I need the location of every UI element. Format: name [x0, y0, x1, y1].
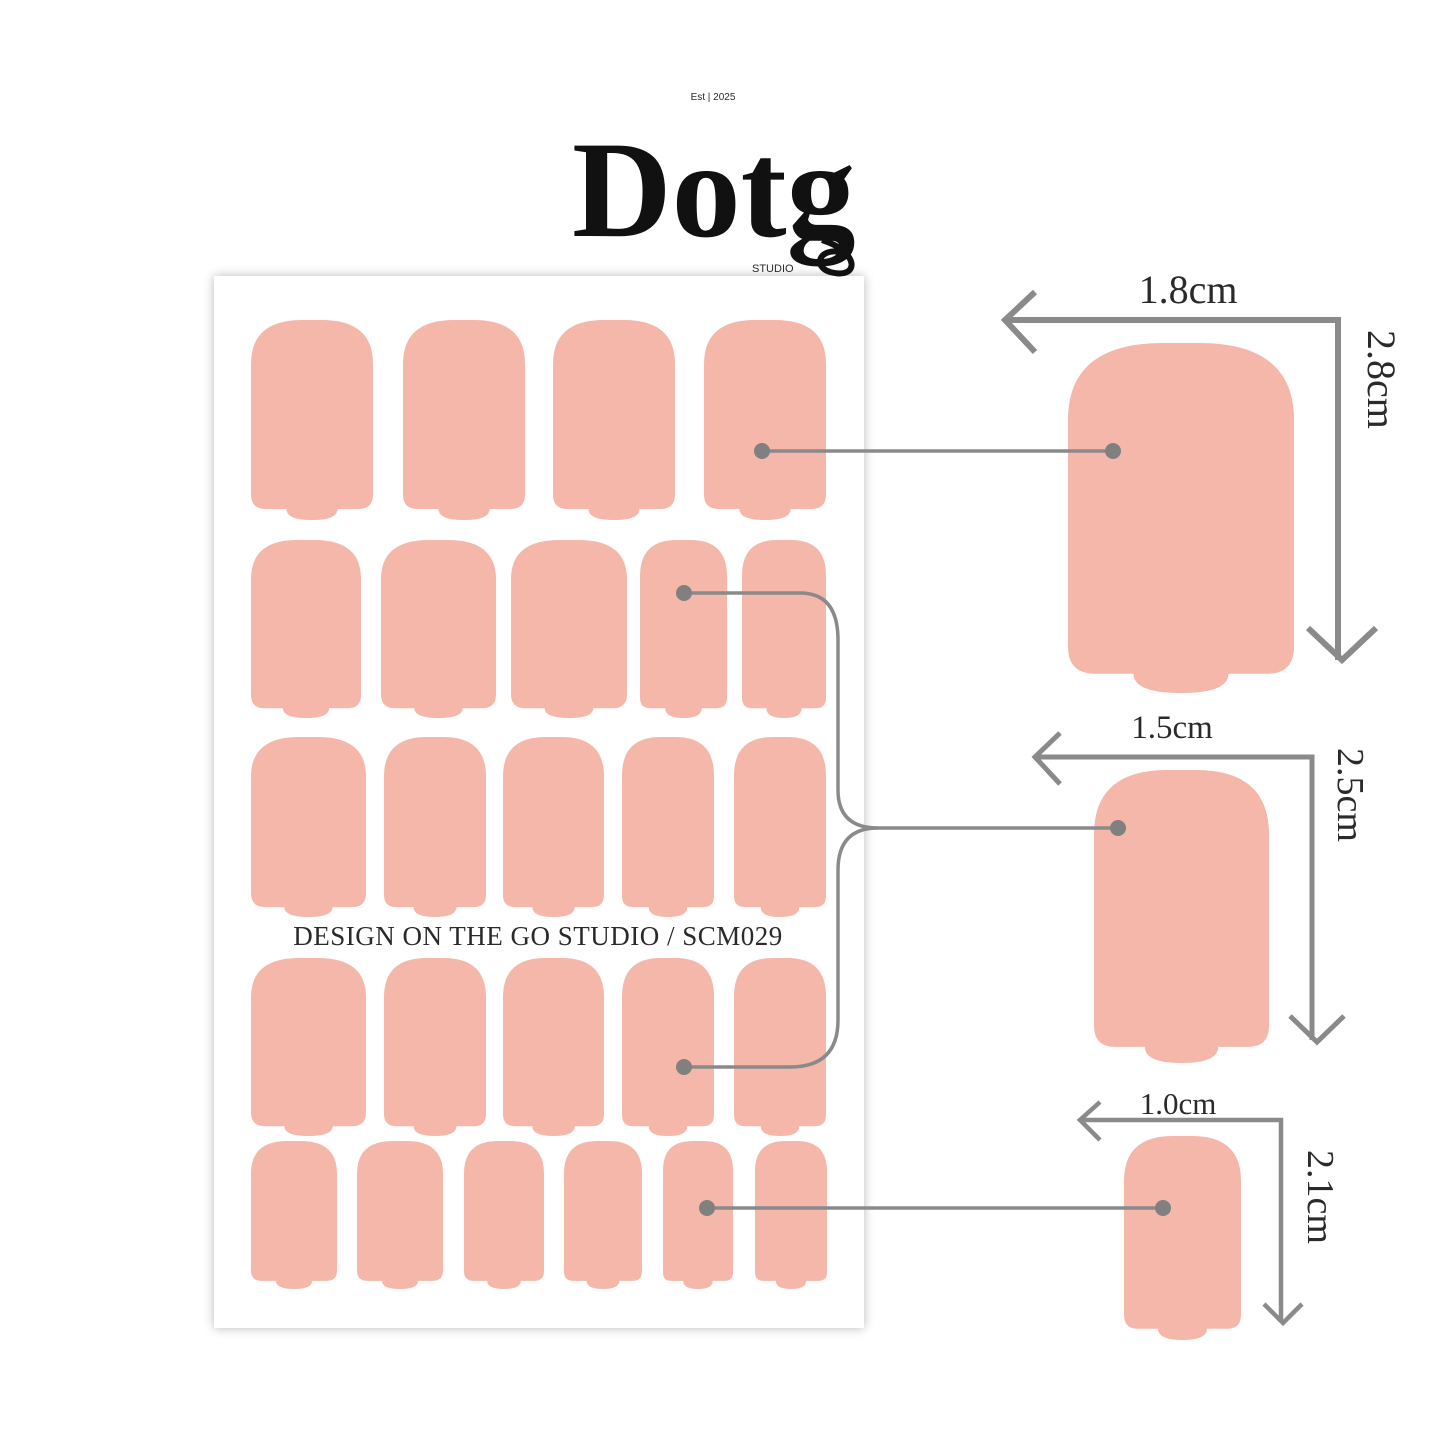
- nail-sample-large: [1068, 343, 1294, 693]
- nail-sticker: [640, 540, 727, 718]
- nail-sticker: [403, 320, 525, 520]
- nail-sticker: [381, 540, 496, 718]
- established-label: Est | 2025: [691, 92, 736, 103]
- nail-sticker: [503, 737, 604, 917]
- dot: [1110, 820, 1126, 836]
- brand-logo: Dotg: [572, 113, 856, 266]
- nail-sticker: [384, 737, 486, 917]
- height-label-medium: 2.5cm: [1329, 748, 1371, 842]
- dot: [1105, 443, 1121, 459]
- sticker-grid: [251, 320, 827, 1289]
- width-label-medium: 1.5cm: [1131, 710, 1213, 746]
- arrow-head: [1076, 1100, 1102, 1142]
- nail-sticker: [663, 1141, 733, 1289]
- connectors: [684, 449, 1163, 1210]
- nail-sticker: [622, 737, 714, 917]
- brand-sub: STUDIO: [752, 263, 794, 275]
- nail-sticker: [704, 320, 826, 520]
- nail-sample-medium: [1094, 770, 1269, 1063]
- arrow-head: [1262, 1302, 1304, 1327]
- nail-sticker: [503, 958, 604, 1136]
- nail-sticker: [251, 958, 366, 1136]
- dot: [754, 443, 770, 459]
- nail-sticker: [251, 1141, 337, 1289]
- nail-sticker: [251, 737, 366, 917]
- nail-sticker: [734, 737, 826, 917]
- nail-sticker: [511, 540, 627, 718]
- logo-swirl: [817, 237, 855, 277]
- nail-sticker: [251, 320, 373, 520]
- nail-sample-small: [1124, 1136, 1241, 1340]
- nail-sticker: [464, 1141, 544, 1289]
- height-label-large: 2.8cm: [1359, 330, 1404, 429]
- dimension-arrows: [1000, 289, 1379, 1327]
- nail-sticker: [734, 958, 826, 1136]
- nail-sticker: [742, 540, 826, 718]
- connector-dots: [676, 443, 1171, 1216]
- nail-sticker: [251, 540, 361, 718]
- size-samples: [1068, 343, 1294, 1340]
- arrow-head: [1000, 289, 1038, 355]
- design-label: DESIGN ON THE GO STUDIO / SCM029: [293, 921, 783, 951]
- nail-sticker: [564, 1141, 642, 1289]
- nail-sticker: [357, 1141, 443, 1289]
- arrow-medium: [1035, 754, 1315, 1040]
- dot: [699, 1200, 715, 1216]
- nail-sticker: [755, 1141, 827, 1289]
- dot: [676, 585, 692, 601]
- arrow-small: [1080, 1117, 1284, 1322]
- dot: [1155, 1200, 1171, 1216]
- arrow-head: [1031, 731, 1062, 786]
- nail-sticker: [622, 958, 714, 1136]
- connector-medium-top: [684, 591, 1118, 830]
- width-label-large: 1.8cm: [1139, 267, 1238, 312]
- nail-sticker: [384, 958, 486, 1136]
- dot: [676, 1059, 692, 1075]
- arrow-head: [1305, 625, 1379, 665]
- arrow-head: [1288, 1014, 1346, 1046]
- nail-sticker: [553, 320, 675, 520]
- height-label-small: 2.1cm: [1299, 1150, 1341, 1244]
- width-label-small: 1.0cm: [1140, 1086, 1217, 1121]
- arrow-large: [1005, 317, 1341, 660]
- connector-medium-bottom: [684, 826, 879, 1069]
